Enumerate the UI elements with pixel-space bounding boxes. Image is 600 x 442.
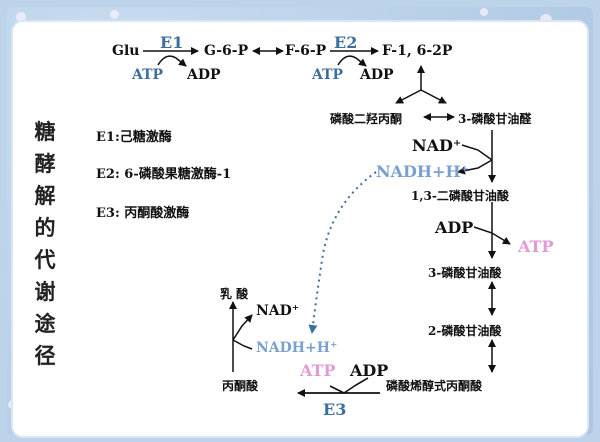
- arrow-glu-g6p: [143, 47, 199, 67]
- nadh-lower: NADH+H⁺: [256, 340, 338, 356]
- enzyme-e1: E1: [160, 33, 184, 52]
- nad-lower: NAD⁺: [256, 303, 300, 319]
- arrow-g3p-bpg: [457, 130, 496, 183]
- arrow-bpg-3pg: [473, 202, 511, 259]
- node-g3p: 3-磷酸甘油醛: [458, 112, 532, 126]
- adp-e3: ADP: [350, 361, 389, 380]
- node-2pg: 2-磷酸甘油酸: [428, 324, 502, 338]
- legend-e2: E2: 6-磷酸果糖激酶-1: [96, 167, 232, 182]
- node-3pg: 3-磷酸甘油酸: [428, 266, 502, 280]
- node-f16p: F-1, 6-2P: [382, 43, 453, 59]
- decor-dot: [16, 12, 26, 22]
- node-pep: 磷酸烯醇式丙酮酸: [386, 379, 483, 393]
- nadh-transfer-arrow: [308, 171, 377, 334]
- enzyme-e3: E3: [323, 400, 347, 419]
- adp-e2: ADP: [360, 67, 394, 83]
- nad-upper: NAD⁺: [412, 136, 462, 155]
- arrow-pyruvate-lactate: [229, 301, 253, 372]
- decor-dot: [110, 10, 119, 19]
- atp-e2: ATP: [312, 67, 344, 83]
- node-dhap: 磷酸二羟丙酮: [330, 112, 403, 126]
- enzyme-e2: E2: [334, 33, 358, 52]
- node-pyruvate: 丙酮酸: [222, 379, 259, 393]
- decor-dot: [8, 400, 17, 409]
- pathway-title: 糖酵解的代谢途径: [34, 120, 56, 368]
- arrow-f6p-f16p: [330, 47, 379, 67]
- atp-e3: ATP: [300, 361, 336, 380]
- atp-substrate-level: ATP: [518, 237, 554, 256]
- adp-substrate-level: ADP: [435, 218, 474, 237]
- legend-e1: E1:己糖激酶: [96, 130, 172, 145]
- arrow-aldolase-split: [395, 65, 447, 104]
- decor-dot: [480, 8, 488, 16]
- node-13bpg: 1,3-二磷酸甘油酸: [411, 189, 509, 203]
- legend-e3: E3: 丙酮酸激酶: [96, 206, 190, 221]
- nadh-upper: NADH+H⁺: [376, 162, 469, 181]
- node-g6p: G-6-P: [204, 43, 249, 59]
- atp-e1: ATP: [132, 67, 164, 83]
- node-glu: Glu: [112, 43, 140, 59]
- node-f6p: F-6-P: [285, 43, 327, 59]
- arrow-pep-pyruvate: [297, 377, 380, 397]
- adp-e1: ADP: [187, 67, 221, 83]
- node-lactate: 乳 酸: [220, 287, 249, 301]
